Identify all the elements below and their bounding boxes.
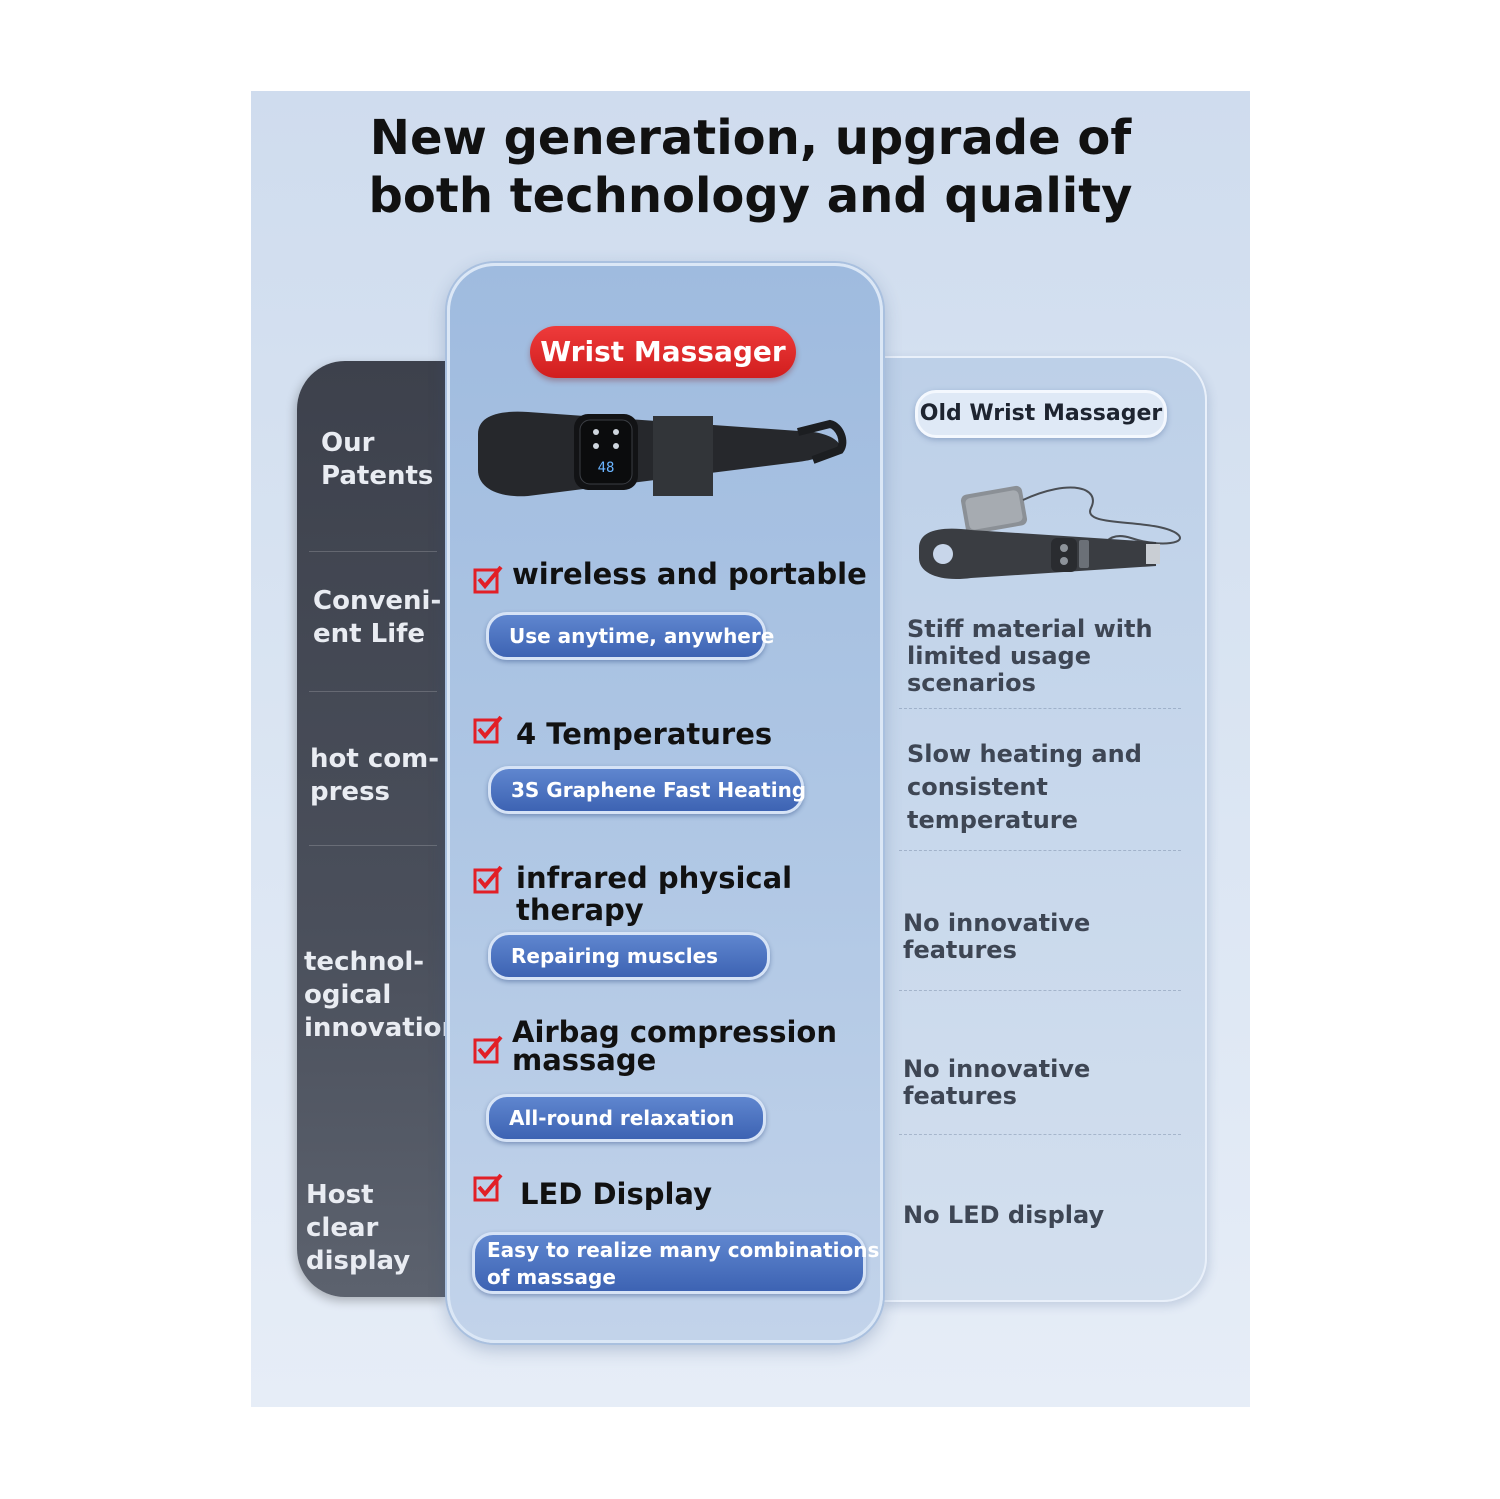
check-icon <box>473 865 503 894</box>
feature-title-line: Airbag compression <box>512 1015 837 1049</box>
category-line: Host clear <box>306 1180 379 1243</box>
feature-airbag-subtitle: All-round relaxation <box>486 1094 766 1142</box>
category-line: display <box>306 1246 411 1276</box>
category-our-patents: Our Patents <box>321 427 433 493</box>
old-item-line: Slow heating and <box>907 740 1142 768</box>
old-item-line: consistent <box>907 773 1048 801</box>
check-icon <box>473 565 503 594</box>
feature-temperature-title: 4 Temperatures <box>516 717 773 751</box>
category-divider <box>309 551 437 552</box>
category-line: press <box>310 777 391 807</box>
category-technological-innovation: technol- ogical innovation <box>304 946 460 1045</box>
category-divider <box>309 691 437 692</box>
feature-led-subtitle: Easy to realize many combinations of mas… <box>472 1232 880 1294</box>
new-product-badge: Wrist Massager <box>530 326 796 378</box>
feature-title-line: massage <box>512 1043 657 1077</box>
comparison-canvas: New generation, upgrade of both technolo… <box>251 91 1250 1407</box>
old-divider <box>899 850 1181 852</box>
category-convenient-life: Conveni- ent Life <box>313 585 441 651</box>
category-line: ent Life <box>313 619 426 649</box>
headline-line-2: both technology and quality <box>368 168 1133 224</box>
feature-airbag-title: Airbag compression massage <box>512 1015 837 1077</box>
category-divider <box>309 845 437 846</box>
category-line: Patents <box>321 461 434 491</box>
old-divider <box>899 708 1181 710</box>
category-host-clear-display: Host clear display <box>306 1179 447 1278</box>
feature-title-line: infrared physical <box>516 861 793 895</box>
feature-wireless-title: wireless and portable <box>512 557 867 591</box>
old-divider <box>899 1134 1181 1136</box>
category-line: Our <box>321 428 375 458</box>
old-item-line: Stiff material with <box>907 615 1153 643</box>
new-product-column: Wrist Massager 48 wireless and portable … <box>447 263 883 1343</box>
check-icon <box>473 715 503 744</box>
category-line: technol- <box>304 947 425 977</box>
check-icon <box>473 1173 503 1202</box>
old-item-line: temperature <box>907 806 1078 834</box>
feature-infrared-title: infrared physical therapy <box>516 862 792 926</box>
feature-title-line: therapy <box>516 893 644 927</box>
wrist-massager-image: 48 <box>468 404 848 504</box>
old-product-column: Old Wrist Massager Stiff material with l… <box>881 356 1207 1302</box>
old-item-innovation-2: No innovative features <box>903 1055 1091 1110</box>
category-line: innovation <box>304 1013 460 1043</box>
feature-subtitle-line: Easy to realize many combinations <box>487 1238 880 1262</box>
feature-wireless-subtitle: Use anytime, anywhere <box>486 612 774 660</box>
feature-led-title: LED Display <box>520 1177 713 1211</box>
old-item-line: limited usage <box>907 642 1091 670</box>
headline-line-1: New generation, upgrade of <box>369 110 1132 166</box>
category-hot-compress: hot com- press <box>310 743 439 809</box>
feature-infrared-subtitle: Repairing muscles <box>488 932 770 980</box>
category-line: hot com- <box>310 744 440 774</box>
headline: New generation, upgrade of both technolo… <box>251 109 1250 225</box>
old-massager-image <box>901 478 1191 618</box>
check-icon <box>473 1035 503 1064</box>
feature-temperature-subtitle: 3S Graphene Fast Heating <box>488 766 806 814</box>
category-line: ogical <box>304 980 392 1010</box>
category-line: Conveni- <box>313 586 442 616</box>
old-item-heating: Slow heating and consistent temperature <box>907 738 1142 837</box>
old-item-material: Stiff material with limited usage scenar… <box>907 616 1153 697</box>
category-column: Our Patents Conveni- ent Life hot com- p… <box>297 361 460 1297</box>
old-divider <box>899 990 1181 992</box>
feature-subtitle-line: of massage <box>487 1265 616 1289</box>
old-item-line: scenarios <box>907 669 1036 697</box>
old-item-innovation-1: No innovative features <box>903 909 1091 964</box>
old-item-led: No LED display <box>903 1201 1105 1229</box>
old-product-badge: Old Wrist Massager <box>915 390 1167 438</box>
led-reading: 48 <box>598 460 615 476</box>
